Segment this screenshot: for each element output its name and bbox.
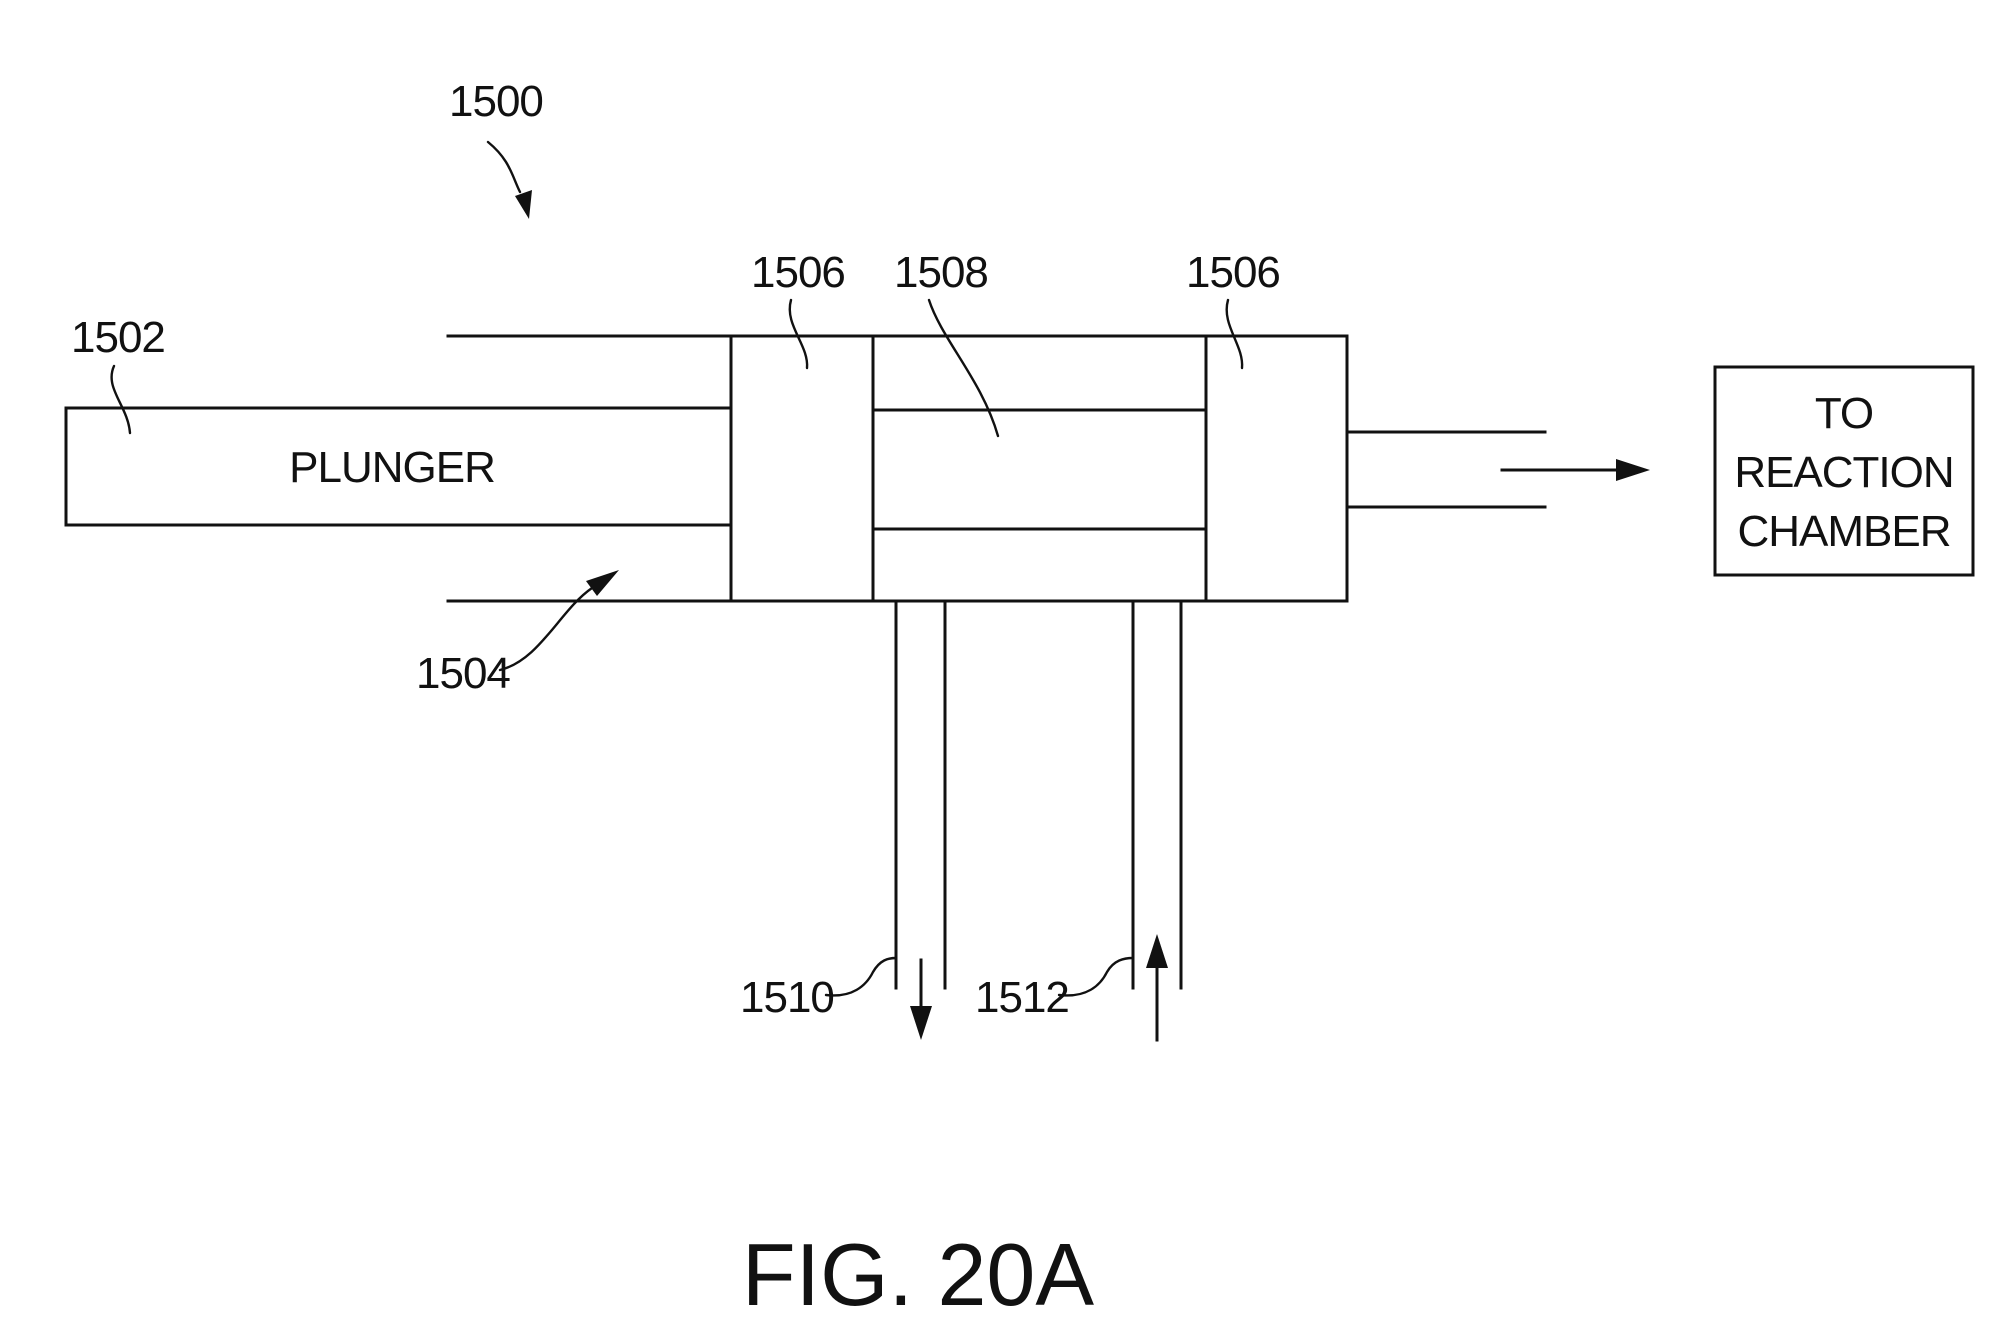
figure-caption: FIG. 20A [742, 1225, 1094, 1324]
outlet-port [896, 601, 945, 988]
chamber [873, 336, 1206, 601]
outflow-arrow-down [910, 960, 932, 1040]
ref-1506-right-label: 1506 [1186, 248, 1280, 297]
reaction-chamber-line2: REACTION [1734, 448, 1953, 497]
ref-1506-left: 1506 [751, 248, 845, 368]
reaction-chamber-line1: TO [1815, 389, 1873, 438]
ref-1504-label: 1504 [416, 649, 510, 698]
ref-1510: 1510 [740, 958, 896, 1022]
ref-1506-left-label: 1506 [751, 248, 845, 297]
ref-1508: 1508 [894, 248, 998, 436]
plunger-label: PLUNGER [289, 443, 495, 492]
seal-left [731, 336, 873, 601]
ref-1510-label: 1510 [740, 973, 834, 1022]
ref-1500: 1500 [449, 77, 543, 219]
reaction-chamber-line3: CHAMBER [1737, 507, 1950, 556]
ref-1512-label: 1512 [975, 973, 1069, 1022]
ref-1500-label: 1500 [449, 77, 543, 126]
plunger: PLUNGER [66, 408, 731, 525]
ref-1502-label: 1502 [71, 313, 165, 362]
seal-right [1206, 336, 1347, 601]
reaction-chamber-box: TO REACTION CHAMBER [1715, 367, 1973, 575]
ref-1512: 1512 [975, 958, 1133, 1022]
flow-arrow-right [1502, 459, 1650, 481]
ref-1504: 1504 [416, 570, 619, 698]
ref-1506-right: 1506 [1186, 248, 1280, 368]
inflow-arrow-up [1146, 934, 1168, 1040]
inlet-port [1133, 601, 1181, 988]
ref-1502: 1502 [71, 313, 165, 433]
ref-1508-label: 1508 [894, 248, 988, 297]
